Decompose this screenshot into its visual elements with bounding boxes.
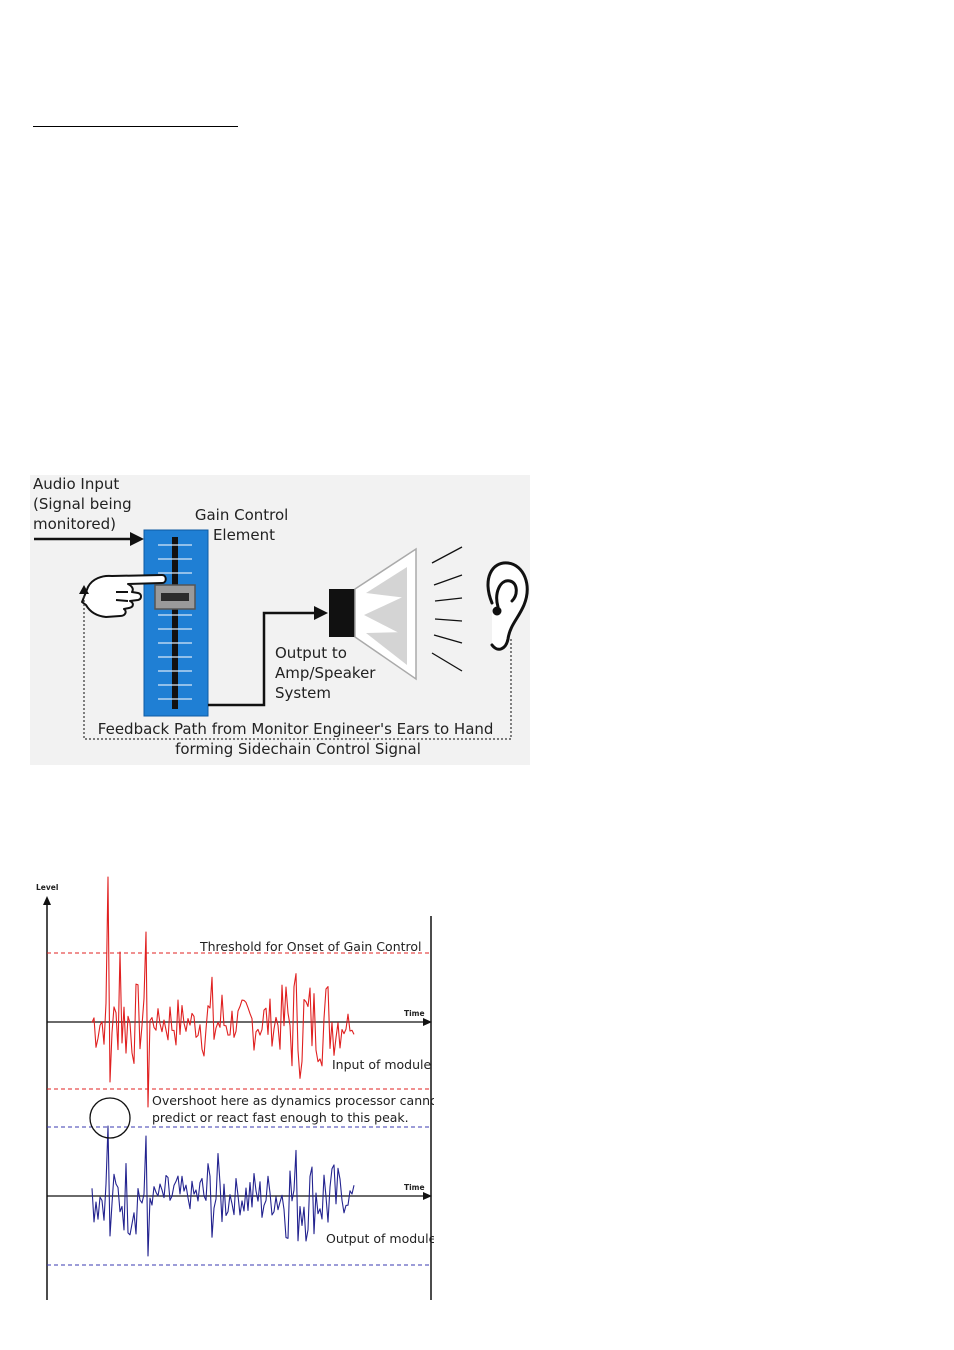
output-waveform xyxy=(91,1125,355,1257)
fader xyxy=(143,529,209,717)
output-time-label: Time xyxy=(404,1183,425,1192)
header-rule xyxy=(33,126,238,127)
y-axis-arrow xyxy=(43,896,51,905)
threshold-label: Threshold for Onset of Gain Control xyxy=(199,939,422,954)
output-time-arrow xyxy=(423,1192,432,1200)
input-waveform xyxy=(91,876,355,1108)
output-arrowhead xyxy=(314,606,328,620)
output-label: Output to Amp/Speaker System xyxy=(275,644,380,702)
input-arrowhead xyxy=(130,532,144,546)
ear-icon xyxy=(486,561,529,651)
gain-control-diagram: Audio Input (Signal being monitored) Gai… xyxy=(30,475,530,765)
hand-icon xyxy=(81,574,167,618)
gain-control-label: Gain Control Element xyxy=(195,506,293,544)
sound-waves xyxy=(431,546,463,672)
output-path xyxy=(208,611,318,707)
feedback-arrowhead xyxy=(79,585,89,594)
overshoot-label: Overshoot here as dynamics processor can… xyxy=(152,1093,434,1125)
output-label: Output of module xyxy=(326,1231,434,1246)
gain-control-waveform-diagram: Level Threshold for Onset of Gain Contro… xyxy=(36,876,434,1300)
feedback-label: Feedback Path from Monitor Engineer's Ea… xyxy=(98,720,498,758)
speaker-icon xyxy=(329,547,417,681)
input-time-arrow xyxy=(423,1018,432,1026)
y-axis-label: Level xyxy=(36,883,58,892)
audio-input-label: Audio Input (Signal being monitored) xyxy=(33,475,136,533)
input-label: Input of module xyxy=(332,1057,432,1072)
feedback-path xyxy=(83,593,512,740)
overshoot-circle xyxy=(89,1097,131,1139)
input-time-label: Time xyxy=(404,1009,425,1018)
